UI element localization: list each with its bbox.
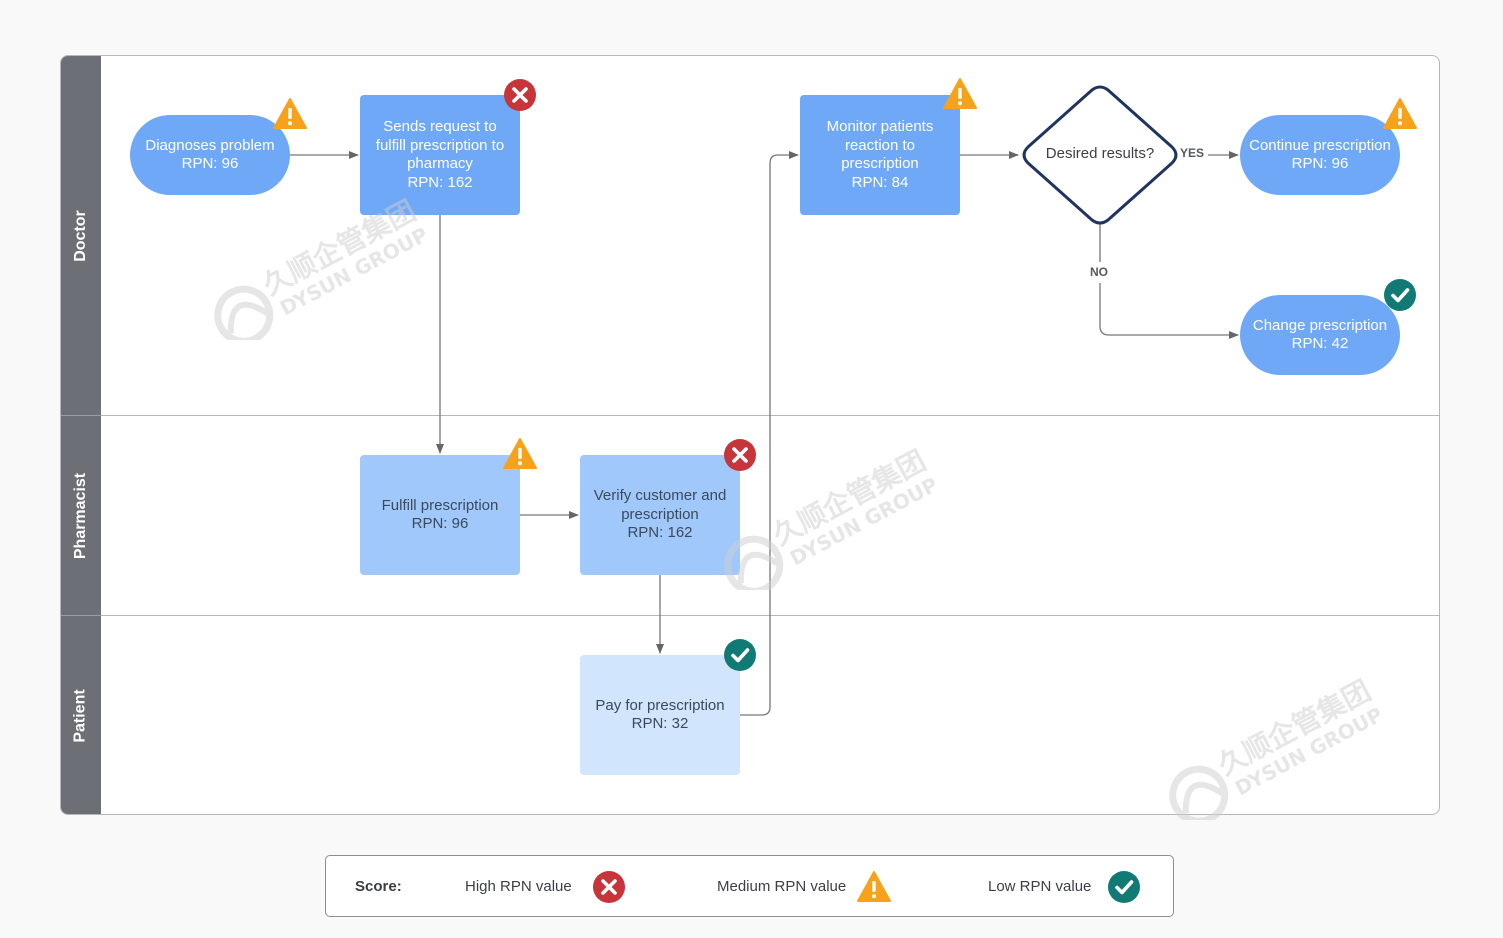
lane-header-divider xyxy=(61,615,101,616)
edge-label-yes: YES xyxy=(1180,146,1205,160)
node-pay-prescription[interactable]: Pay for prescription RPN: 32 xyxy=(580,655,740,775)
check-circle-icon xyxy=(1108,871,1140,903)
node-text: Continue prescription xyxy=(1249,136,1391,154)
node-text: pharmacy xyxy=(407,155,473,172)
node-text: Diagnoses problem xyxy=(145,136,275,154)
decision-text: Desired results? xyxy=(1045,144,1155,162)
node-rpn: RPN: 96 xyxy=(1291,155,1349,172)
legend-medium-label: Medium RPN value xyxy=(717,878,847,895)
check-circle-icon xyxy=(724,639,756,671)
x-circle-icon xyxy=(504,79,536,111)
lane-header-divider xyxy=(61,415,101,416)
node-diagnoses-problem[interactable]: Diagnoses problem RPN: 96 xyxy=(130,115,290,195)
node-rpn: RPN: 96 xyxy=(411,515,469,532)
lane-header-pharmacist: Pharmacist xyxy=(61,416,101,616)
edge-pay-to-monitor xyxy=(740,151,799,716)
x-circle-icon xyxy=(593,871,625,903)
node-text: Sends request to xyxy=(383,118,497,135)
warning-triangle-icon xyxy=(503,438,537,469)
x-circle-icon xyxy=(724,439,756,471)
warning-triangle-icon xyxy=(943,78,977,109)
node-rpn: RPN: 42 xyxy=(1291,335,1349,352)
check-circle-icon xyxy=(1384,279,1416,311)
warning-triangle-icon xyxy=(857,871,891,902)
node-continue-prescription[interactable]: Continue prescription RPN: 96 xyxy=(1240,115,1400,195)
legend-title: Score: xyxy=(355,878,402,895)
node-fulfill-prescription[interactable]: Fulfill prescription RPN: 96 xyxy=(360,455,520,575)
node-text: fulfill prescription to xyxy=(375,136,505,154)
legend-high-label: High RPN value xyxy=(465,878,572,895)
node-text: Monitor patients xyxy=(826,118,934,135)
warning-triangle-icon xyxy=(1383,98,1417,129)
swimlane-pool: Doctor Pharmacist Patient xyxy=(60,55,1440,815)
node-text: Verify customer and xyxy=(593,487,727,505)
node-rpn: RPN: 162 xyxy=(627,524,693,542)
node-text: Pay for prescription xyxy=(595,696,725,714)
node-rpn: RPN: 84 xyxy=(851,173,909,191)
node-verify-customer[interactable]: Verify customer and prescription RPN: 16… xyxy=(580,455,740,575)
node-text: prescription xyxy=(841,155,919,172)
warning-triangle-icon xyxy=(273,98,307,129)
lane-header-doctor: Doctor xyxy=(61,56,101,416)
edge-label-no: NO xyxy=(1090,265,1108,279)
node-text: Change prescription xyxy=(1252,316,1388,334)
node-rpn: RPN: 162 xyxy=(407,173,473,191)
node-change-prescription[interactable]: Change prescription RPN: 42 xyxy=(1240,295,1400,375)
node-sends-request[interactable]: Sends request to fulfill prescription to… xyxy=(360,95,520,215)
legend: Score: High RPN value Medium RPN value L… xyxy=(325,855,1174,917)
node-desired-results[interactable]: Desired results? xyxy=(1030,140,1170,168)
node-text: reaction to xyxy=(844,136,916,154)
legend-low-label: Low RPN value xyxy=(988,878,1092,895)
node-text: prescription xyxy=(621,505,699,523)
node-rpn: RPN: 96 xyxy=(181,155,239,172)
lane-header-patient: Patient xyxy=(61,616,101,814)
node-monitor-patients[interactable]: Monitor patients reaction to prescriptio… xyxy=(800,95,960,215)
decision-diamond xyxy=(1022,85,1178,225)
node-rpn: RPN: 32 xyxy=(631,715,689,732)
node-text: Fulfill prescription xyxy=(381,496,499,514)
edge-decision-no-2 xyxy=(1099,283,1239,339)
